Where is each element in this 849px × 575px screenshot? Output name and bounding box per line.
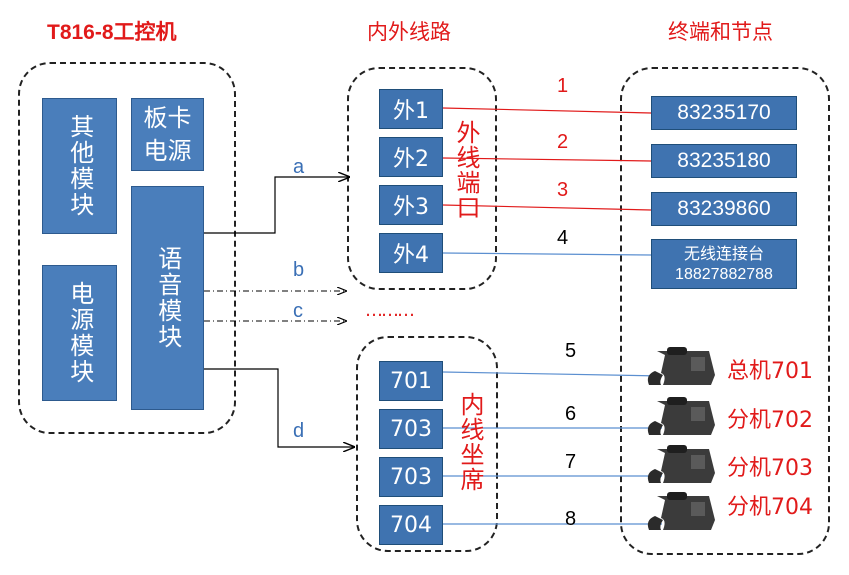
phone-icon [647,347,715,385]
module-voice: 语音模块 [131,186,204,410]
arrow-a [204,177,349,234]
module-voice-label: 语音模块 [153,246,182,350]
terminal-83239860: 83239860 [651,192,797,226]
wireless-number: 18827882788 [675,266,773,283]
header-terminals: 终端和节点 [668,20,773,44]
arrow-label-b: b [293,259,305,281]
inner-port-704: 704 [379,505,443,545]
arrow-d [204,368,354,447]
module-power-label: 电源模块 [65,281,94,385]
line-3 [442,204,652,211]
line-4 [442,252,652,256]
module-other: 其他模块 [42,98,117,234]
line-2 [442,157,652,162]
arrow-label-c: c [293,300,303,322]
inner-port-703: 703 [379,457,443,497]
phone-icon [647,445,715,483]
connection-number-5: 5 [565,340,577,362]
phone-icon [647,397,715,435]
module-board-power-label: 板卡 电源 [143,103,192,165]
connection-number-2: 2 [557,131,569,153]
ipc-group [18,62,236,434]
terminal-83235170: 83235170 [651,96,797,130]
inner-port-label: 内线坐席 [456,392,484,492]
module-board-power: 板卡 电源 [131,98,204,171]
terminals-group [620,67,830,555]
phone-icon [647,492,715,530]
ellipsis: ……… [365,300,415,321]
connection-number-6: 6 [565,403,577,425]
outer-port-3: 外3 [379,185,443,225]
inner-lines-group [356,336,498,552]
wireless-label: 无线连接台 [683,244,764,263]
connection-number-3: 3 [557,179,569,201]
connection-number-4: 4 [557,227,569,249]
extension-703: 分机703 [727,456,813,481]
inner-port-701: 701 [379,361,443,401]
extension-704: 分机704 [727,495,813,520]
terminal-83235180: 83235180 [651,144,797,178]
arrow-label-d: d [293,420,305,442]
header-ipc: T816-8工控机 [47,21,177,44]
module-other-label: 其他模块 [65,114,94,218]
terminal-wireless: 无线连接台 18827882788 [651,239,797,289]
outer-port-label: 外线端口 [452,120,480,220]
arrow-label-a: a [293,156,305,178]
module-power: 电源模块 [42,265,117,401]
outer-port-2: 外2 [379,137,443,177]
line-5 [442,371,663,377]
connection-number-8: 8 [565,508,577,530]
connection-number-1: 1 [557,75,569,97]
extension-702: 分机702 [727,408,813,433]
connection-number-7: 7 [565,451,577,473]
line-1 [442,107,652,114]
outer-port-1: 外1 [379,89,443,129]
outer-port-4: 外4 [379,233,443,273]
extension-701: 总机701 [727,359,813,384]
inner-port-702: 703 [379,409,443,449]
header-lines: 内外线路 [367,20,451,44]
